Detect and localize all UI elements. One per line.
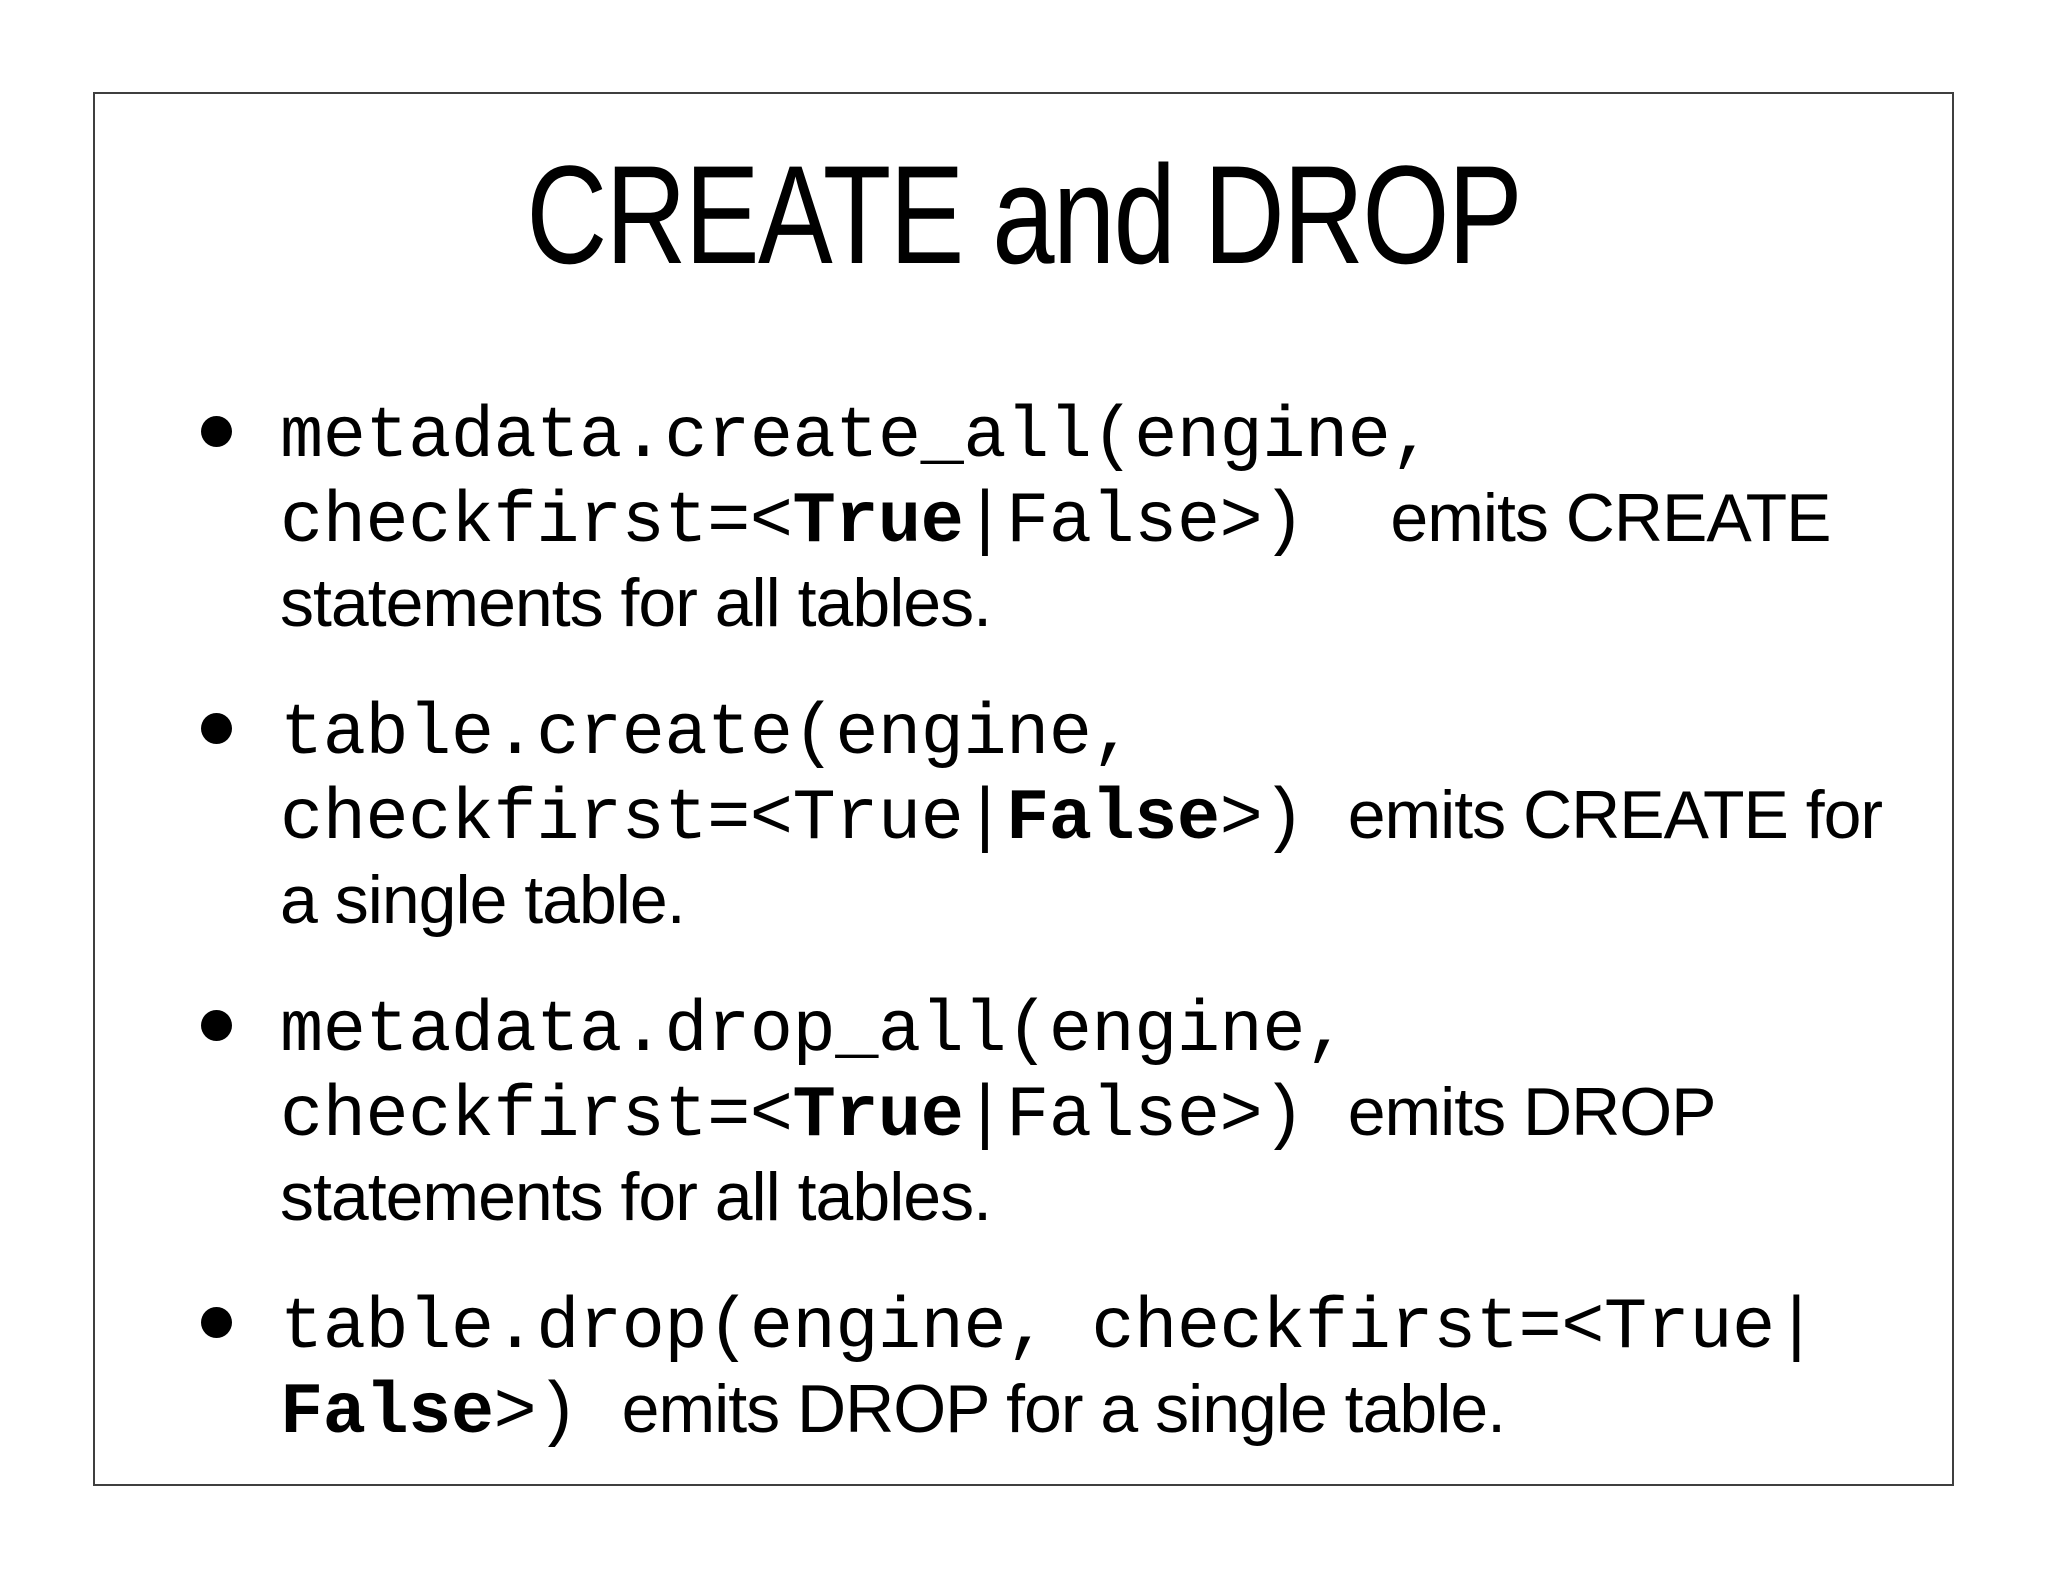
- code-bold-text: True: [792, 481, 964, 563]
- bullet-dot: [201, 1307, 232, 1338]
- slide-title-text: CREATE and DROP: [526, 136, 1522, 293]
- bullet-line: a single table.: [280, 859, 1922, 940]
- prose-text: emits DROP for a single table.: [621, 1371, 1506, 1447]
- bullet-item: metadata.create_all(engine,checkfirst=<T…: [201, 392, 1922, 643]
- slide-title: CREATE and DROP: [95, 145, 1952, 285]
- code-bold-text: False: [1006, 778, 1220, 860]
- code-text: metadata.create_all(engine,: [280, 396, 1434, 478]
- bullet-line: statements for all tables.: [280, 1156, 1922, 1237]
- code-text: checkfirst=<: [280, 481, 793, 563]
- bullet-line: False>) emits DROP for a single table.: [280, 1368, 1922, 1453]
- code-text: checkfirst=<True|: [280, 778, 1007, 860]
- bullet-dot: [201, 1010, 232, 1041]
- bullet-dot: [201, 416, 232, 447]
- prose-text: emits CREATE for: [1347, 777, 1883, 853]
- prose-text: emits DROP: [1347, 1074, 1717, 1150]
- bullet-item: table.drop(engine, checkfirst=<True|Fals…: [201, 1283, 1922, 1453]
- code-text: >): [493, 1372, 622, 1454]
- bullet-line: checkfirst=<True|False>) emits CREATE: [280, 477, 1922, 562]
- code-text: checkfirst=<: [280, 1075, 793, 1157]
- bullet-dot: [201, 713, 232, 744]
- prose-text: statements for all tables.: [280, 1159, 992, 1235]
- prose-text: a single table.: [280, 862, 686, 938]
- code-text: |False>): [963, 481, 1391, 563]
- code-text: table.create(engine,: [280, 693, 1135, 775]
- bullet-line: metadata.drop_all(engine,: [280, 986, 1922, 1071]
- slide-frame: CREATE and DROP metadata.create_all(engi…: [93, 92, 1954, 1486]
- code-text: |False>): [963, 1075, 1348, 1157]
- prose-text: emits CREATE: [1390, 480, 1831, 556]
- prose-text: statements for all tables.: [280, 565, 992, 641]
- bullet-line: table.drop(engine, checkfirst=<True|: [280, 1283, 1922, 1368]
- code-text: metadata.drop_all(engine,: [280, 990, 1348, 1072]
- code-bold-text: False: [280, 1372, 494, 1454]
- bullet-line: statements for all tables.: [280, 562, 1922, 643]
- code-text: >): [1219, 778, 1348, 860]
- bullet-line: metadata.create_all(engine,: [280, 392, 1922, 477]
- bullet-item: table.create(engine,checkfirst=<True|Fal…: [201, 689, 1922, 940]
- code-bold-text: True: [792, 1075, 964, 1157]
- bullet-line: table.create(engine,: [280, 689, 1922, 774]
- code-text: table.drop(engine, checkfirst=<True|: [280, 1287, 1818, 1369]
- bullet-line: checkfirst=<True|False>) emits CREATE fo…: [280, 774, 1922, 859]
- bullet-line: checkfirst=<True|False>) emits DROP: [280, 1071, 1922, 1156]
- bullet-item: metadata.drop_all(engine,checkfirst=<Tru…: [201, 986, 1922, 1237]
- bullet-list: metadata.create_all(engine,checkfirst=<T…: [201, 392, 1922, 1499]
